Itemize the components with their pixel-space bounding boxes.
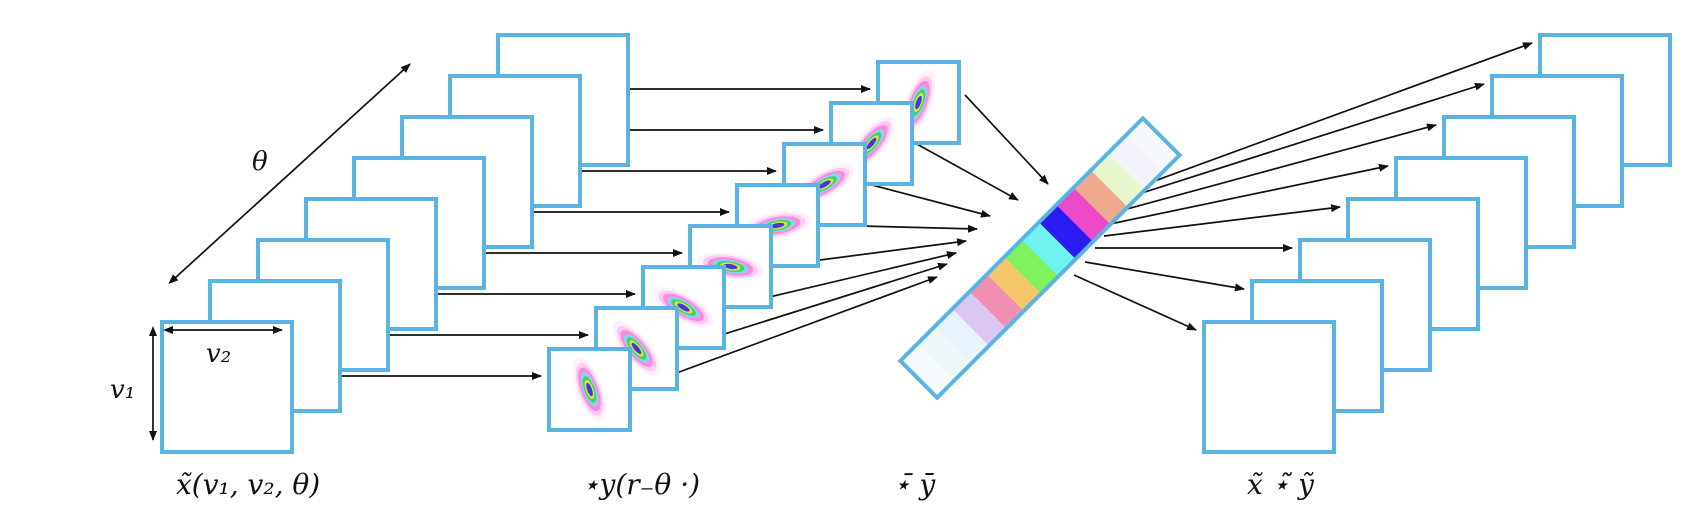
filter-to-feature-arrow bbox=[632, 276, 938, 390]
filter-caption: ⋆y(r₋θ ·) bbox=[582, 468, 700, 501]
filter-frame bbox=[641, 265, 726, 350]
theta-label: θ bbox=[252, 147, 268, 177]
theta-dimension-arrow bbox=[168, 63, 411, 285]
feature-cell bbox=[934, 308, 990, 364]
feature-cell bbox=[1125, 117, 1181, 173]
feature-cell bbox=[969, 273, 1025, 329]
feature-cell bbox=[986, 256, 1042, 312]
filter-frame bbox=[547, 347, 632, 432]
feature-cell bbox=[1073, 169, 1129, 225]
feature-bar-frame bbox=[897, 115, 1183, 401]
filter-blob bbox=[572, 357, 607, 422]
feature-to-output-arrow bbox=[1084, 261, 1245, 292]
v1-label: v₁ bbox=[110, 375, 135, 405]
filter-stack bbox=[547, 60, 961, 432]
feature-bar bbox=[897, 115, 1183, 401]
v2-label: v₂ bbox=[206, 339, 231, 369]
feature-to-output-arrow bbox=[1103, 204, 1341, 237]
feature-cell bbox=[1021, 221, 1077, 277]
output-frame bbox=[1202, 320, 1336, 454]
feature-caption: ⋆̄ ȳ bbox=[893, 468, 936, 501]
feature-cell bbox=[900, 343, 955, 398]
feature-cell bbox=[1056, 187, 1111, 242]
feature-to-output-arrow bbox=[1109, 163, 1389, 225]
feature-to-output-arrow bbox=[1115, 123, 1437, 213]
feature-cell bbox=[1108, 135, 1163, 190]
feature-cell bbox=[917, 325, 973, 381]
filter-to-feature-arrow bbox=[914, 142, 1019, 201]
input-caption: x̃(v₁, v₂, θ) bbox=[176, 468, 320, 501]
filter-to-feature-arrow bbox=[867, 183, 991, 218]
feature-cell bbox=[1004, 239, 1059, 294]
output-stack bbox=[1202, 33, 1672, 454]
feature-to-output-arrow bbox=[1137, 42, 1533, 188]
feature-cell bbox=[1090, 152, 1146, 208]
feature-to-output-arrow bbox=[1125, 82, 1485, 199]
filter-blob bbox=[612, 321, 661, 376]
filter-frame bbox=[594, 306, 679, 391]
filter-to-feature-arrow bbox=[964, 94, 1049, 185]
filter-blob bbox=[653, 287, 714, 328]
feature-cell bbox=[1038, 204, 1094, 260]
feature-cell bbox=[952, 291, 1007, 346]
filter-frame bbox=[829, 101, 914, 186]
output-caption: x̃ ⋆̃ ỹ bbox=[1247, 468, 1315, 501]
input-frame bbox=[160, 320, 294, 454]
feature-to-output-arrow bbox=[1073, 274, 1197, 331]
